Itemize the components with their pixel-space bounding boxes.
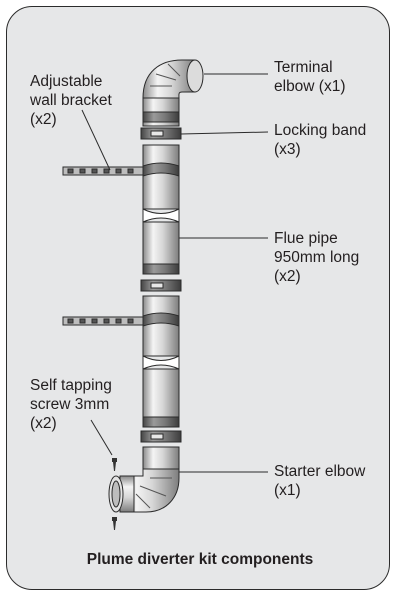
locking-band-3 (140, 430, 182, 443)
locking-band-2 (140, 279, 182, 292)
wall-bracket-lower (62, 312, 180, 327)
label-line: Adjustable (30, 73, 103, 90)
label-starter-elbow: Starter elbow (x1) (274, 462, 365, 500)
screw-leader (90, 419, 113, 456)
screw-1 (112, 458, 117, 471)
label-self-tapping-screw: Self tapping screw 3mm (x2) (30, 376, 112, 433)
terminal-elbow (142, 59, 204, 127)
label-line: Self tapping (30, 377, 112, 394)
wall-bracket-leader (81, 109, 111, 171)
label-line: screw 3mm (30, 396, 110, 413)
label-locking-band: Locking band (x3) (274, 121, 366, 159)
flue-pipe-2 (142, 295, 180, 428)
label-line: Terminal (274, 59, 333, 76)
diagram-panel (6, 6, 390, 590)
label-line: (x1) (274, 482, 301, 499)
label-line: (x3) (274, 141, 301, 158)
locking-band-1 (140, 127, 182, 140)
label-terminal-elbow: Terminal elbow (x1) (274, 58, 346, 96)
label-line: elbow (x1) (274, 78, 346, 95)
label-line: wall bracket (30, 92, 112, 109)
flue-pipe-1 (142, 144, 180, 275)
locking-band-leader (180, 131, 269, 135)
label-line: Starter elbow (274, 463, 366, 480)
starter-elbow (108, 446, 180, 513)
screw-2 (112, 517, 117, 530)
label-line: 950mm long (274, 249, 360, 266)
label-line: Locking band (274, 122, 367, 139)
diagram-caption: Plume diverter kit components (86, 551, 314, 568)
label-line: (x2) (30, 111, 57, 128)
label-line: (x2) (30, 415, 57, 432)
label-line: (x2) (274, 268, 301, 285)
label-flue-pipe: Flue pipe 950mm long (x2) (274, 229, 359, 286)
label-adjustable-wall-bracket: Adjustable wall bracket (x2) (30, 72, 112, 129)
wall-bracket-upper (62, 162, 180, 177)
label-line: Flue pipe (274, 230, 338, 247)
